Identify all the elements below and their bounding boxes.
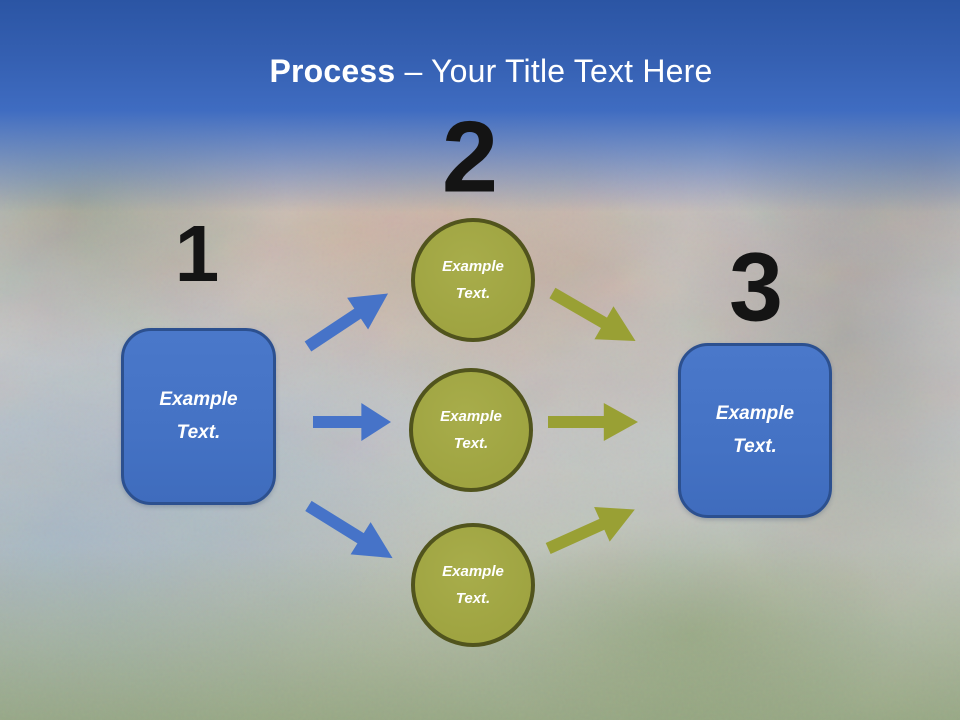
step-number-2[interactable]: 2 xyxy=(441,101,499,214)
connector-arrow-blue-middle-icon[interactable] xyxy=(313,402,391,442)
slide-title[interactable]: Process – Your Title Text Here xyxy=(0,0,960,89)
process-circle-top-label: Example Text. xyxy=(442,258,504,302)
step-number-1[interactable]: 1 xyxy=(174,209,220,298)
process-end-box[interactable]: Example Text. xyxy=(678,343,832,518)
process-circle-middle-label: Example Text. xyxy=(440,408,502,452)
step-number-3[interactable]: 3 xyxy=(729,232,783,342)
slide-title-regular: – Your Title Text Here xyxy=(395,53,713,89)
slide-title-bold: Process xyxy=(269,53,396,89)
process-start-box-label: Example Text. xyxy=(159,389,238,443)
process-circle-top[interactable]: Example Text. xyxy=(411,218,535,342)
process-start-box[interactable]: Example Text. xyxy=(121,328,276,505)
process-circle-bottom-label: Example Text. xyxy=(442,563,504,607)
process-end-box-label: Example Text. xyxy=(715,403,795,457)
process-circle-middle[interactable]: Example Text. xyxy=(409,368,533,492)
process-circle-bottom[interactable]: Example Text. xyxy=(411,523,535,647)
connector-arrow-olive-middle-icon[interactable] xyxy=(548,402,638,442)
